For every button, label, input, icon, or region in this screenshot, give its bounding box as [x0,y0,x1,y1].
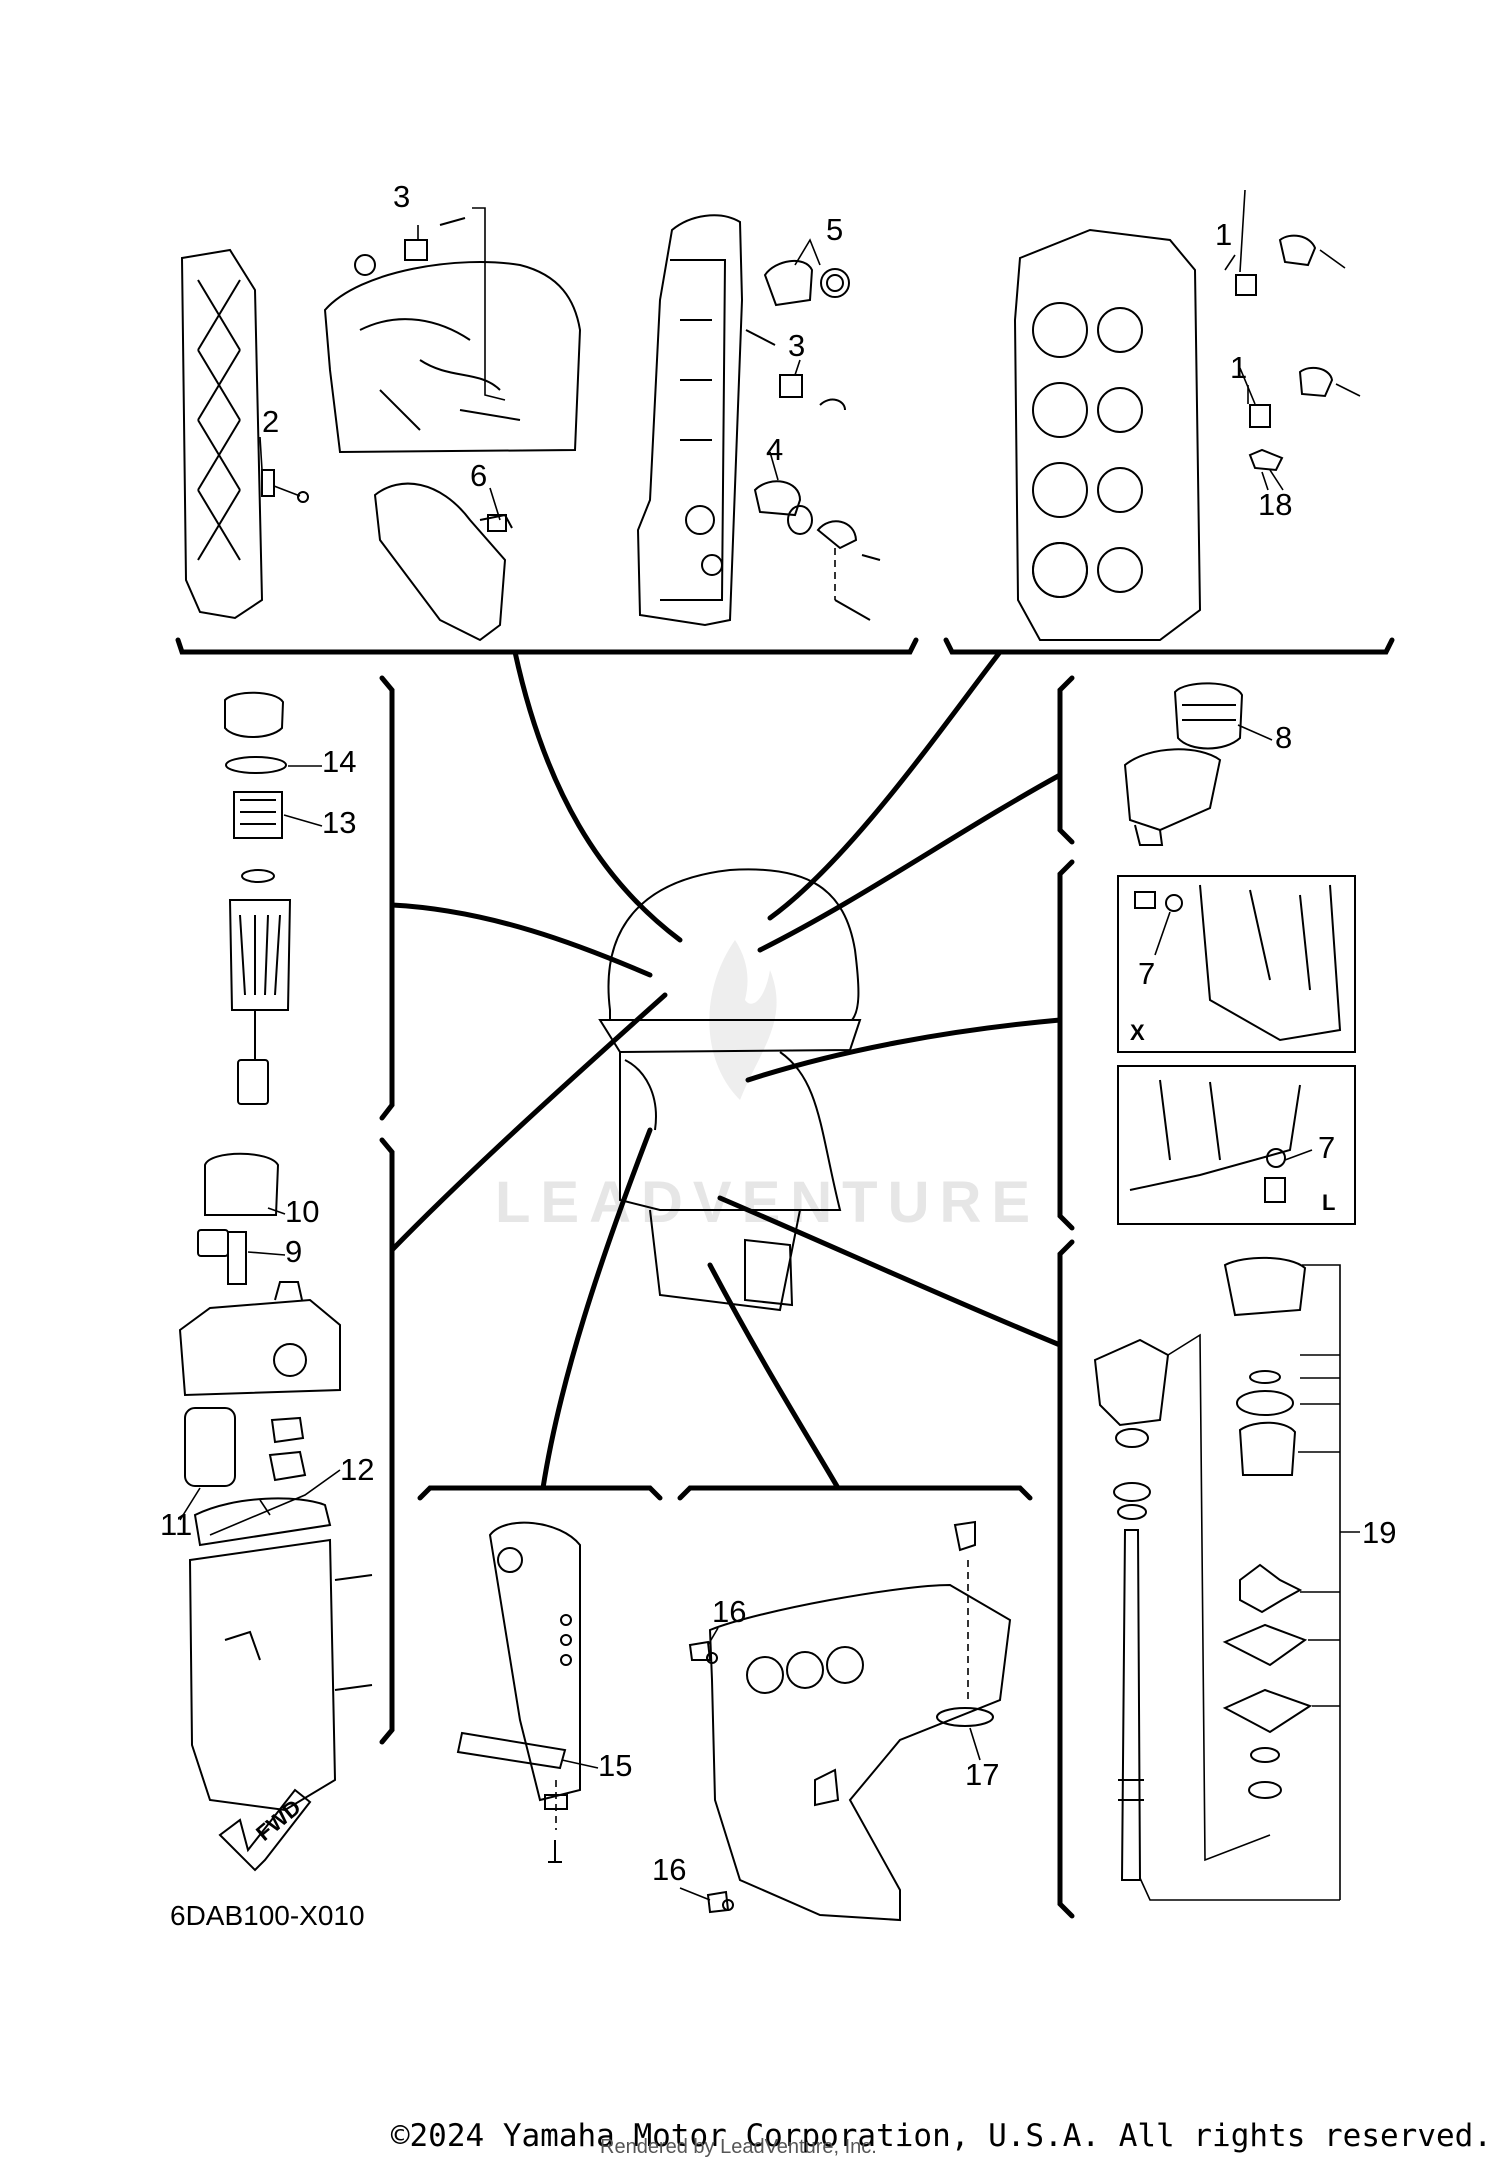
plug-1a [1235,274,1257,296]
view-l-label: L [1322,1190,1335,1215]
diagram-code: 6DAB100-X010 [170,1900,365,1931]
filter-element-13 [233,791,283,839]
watermark-text: LEADVENTURE [495,1170,1040,1235]
exhaust-cover-group [636,214,881,627]
rendered-by: Rendered by LeadVenture, Inc. [600,2136,877,2158]
drain-bolt-l [1264,1177,1286,1203]
callout-5: 5 [826,212,843,247]
cylinder-head-group [1013,228,1361,641]
callout-16b: 16 [652,1852,686,1887]
callout-17: 17 [965,1757,999,1792]
drain-views-group: X L [1117,875,1356,1225]
oil-filter-8 [1173,682,1244,750]
callout-6: 6 [470,458,487,493]
water-pump-group [1093,1256,1341,1901]
anode-15 [456,1731,567,1770]
drain-bolt-x [1134,891,1156,909]
impeller [1239,1563,1303,1614]
o-ring-14 [225,756,287,774]
watermark: LEADVENTURE [495,940,1040,1235]
element-9 [227,1231,247,1285]
callout-7b: 7 [1318,1130,1335,1165]
callout-1a: 1 [1215,217,1232,252]
copyright-notice: ©2024 Yamaha Motor Corporation, U.S.A. A… [390,2118,1492,2154]
callout-15: 15 [598,1748,632,1783]
oil-filter-group [1123,682,1244,846]
plug-1b [1249,404,1271,428]
callout-16a: 16 [712,1594,746,1629]
callout-4: 4 [766,432,783,467]
callout-19: 19 [1362,1515,1396,1550]
callout-3a: 3 [393,179,410,214]
view-l-box [1117,1065,1356,1225]
fuel-filter-group [224,691,292,1105]
callout-7a: 7 [1138,956,1155,991]
callout-13: 13 [322,805,356,840]
callout-8: 8 [1275,720,1292,755]
outboard-motor [598,868,862,1312]
callout-18: 18 [1258,487,1292,522]
callout-11: 11 [160,1507,192,1542]
vapor-separator-group [178,1152,373,1812]
view-x-box [1117,875,1356,1053]
lower-unit-group [688,1520,1012,1922]
callout-leaders [179,189,1360,1901]
cover-bracket-6 [487,514,507,532]
view-x-label: X [1130,1020,1145,1045]
bracket-anode-group [456,1521,581,1863]
plug-3b [779,374,803,398]
callout-10: 10 [285,1194,319,1229]
drive-shaft [1120,1529,1142,1881]
sensor-18 [1248,448,1284,472]
callout-3b: 3 [788,328,805,363]
cylinder-block-group [180,207,582,642]
callout-14: 14 [322,744,356,779]
callout-9: 9 [285,1234,302,1269]
trim-tab-17 [936,1707,994,1727]
connector-lines [389,649,1063,1491]
cover-clip [261,469,275,497]
gasket-11 [184,1407,236,1487]
plug-3a [404,239,428,261]
callouts: 1 1 2 3 3 4 5 6 7 7 8 9 10 11 12 13 14 1… [160,179,1396,1887]
group-brackets [175,637,1395,1919]
callout-12: 12 [340,1452,374,1487]
fwd-arrow-group: FWD 6DAB100-X010 [170,1788,365,1931]
fwd-arrow-icon [218,1788,312,1872]
callout-2: 2 [262,404,279,439]
cover-10 [204,1152,280,1216]
